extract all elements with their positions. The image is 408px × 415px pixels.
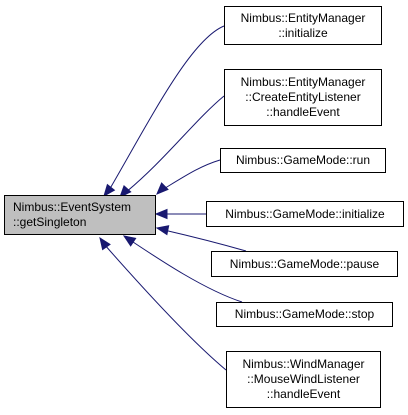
node-label-line: Nimbus::WindManager bbox=[242, 357, 365, 371]
edge-line bbox=[129, 239, 243, 303]
node-label-line: ::getSingleton bbox=[13, 215, 87, 229]
node-label-line: ::CreateEntityListener bbox=[245, 90, 361, 104]
node-wind-manager-mouse-wind-listener-handle-event[interactable]: Nimbus::WindManager ::MouseWindListener … bbox=[226, 351, 381, 408]
node-label-line: ::handleEvent bbox=[266, 105, 340, 119]
node-label-line: Nimbus::EntityManager bbox=[240, 10, 366, 25]
arrowhead-icon bbox=[119, 184, 132, 198]
edge-line bbox=[161, 159, 221, 191]
arrowhead-icon bbox=[155, 225, 170, 236]
arrowhead-icon bbox=[99, 236, 111, 251]
edge-wind-manager-handle-event bbox=[99, 236, 227, 371]
node-label-line: Nimbus::GameMode::stop bbox=[234, 307, 375, 321]
node-label-line: Nimbus::GameMode::run bbox=[235, 153, 371, 167]
node-label-line: ::MouseWindListener bbox=[247, 372, 360, 386]
edge-game-mode-stop bbox=[122, 235, 243, 303]
node-game-mode-initialize[interactable]: Nimbus::GameMode::initialize bbox=[206, 201, 404, 227]
edge-line bbox=[107, 25, 225, 193]
node-label-line: Nimbus::GameMode::initialize bbox=[225, 206, 385, 221]
edge-line bbox=[124, 95, 225, 194]
edge-line bbox=[103, 243, 227, 371]
arrowhead-icon bbox=[156, 182, 169, 195]
edge-game-mode-run bbox=[156, 159, 221, 195]
node-entity-manager-initialize[interactable]: Nimbus::EntityManager ::initialize bbox=[224, 6, 382, 45]
node-label-line: Nimbus::GameMode::pause bbox=[229, 256, 380, 271]
node-label-line: Nimbus::EventSystem bbox=[13, 200, 132, 214]
arrowhead-icon bbox=[103, 183, 116, 198]
arrowhead-icon bbox=[122, 235, 137, 247]
node-label-line: ::initialize bbox=[278, 25, 328, 40]
node-entity-manager-create-entity-listener-handle-event[interactable]: Nimbus::EntityManager ::CreateEntityList… bbox=[224, 69, 382, 126]
edge-entity-manager-initialize bbox=[103, 25, 225, 198]
arrowhead-icon bbox=[154, 208, 168, 220]
node-label-line: Nimbus::EntityManager bbox=[240, 75, 366, 89]
node-event-system-get-singleton[interactable]: Nimbus::EventSystem ::getSingleton bbox=[4, 195, 156, 235]
node-game-mode-run[interactable]: Nimbus::GameMode::run bbox=[220, 148, 386, 173]
edge-game-mode-pause bbox=[155, 225, 247, 252]
node-label-line: ::handleEvent bbox=[266, 387, 341, 401]
node-game-mode-pause[interactable]: Nimbus::GameMode::pause bbox=[211, 251, 398, 277]
edge-entity-manager-handle-event bbox=[119, 95, 225, 198]
edge-game-mode-initialize bbox=[154, 208, 206, 220]
node-game-mode-stop[interactable]: Nimbus::GameMode::stop bbox=[216, 302, 393, 327]
edge-line bbox=[163, 229, 247, 252]
